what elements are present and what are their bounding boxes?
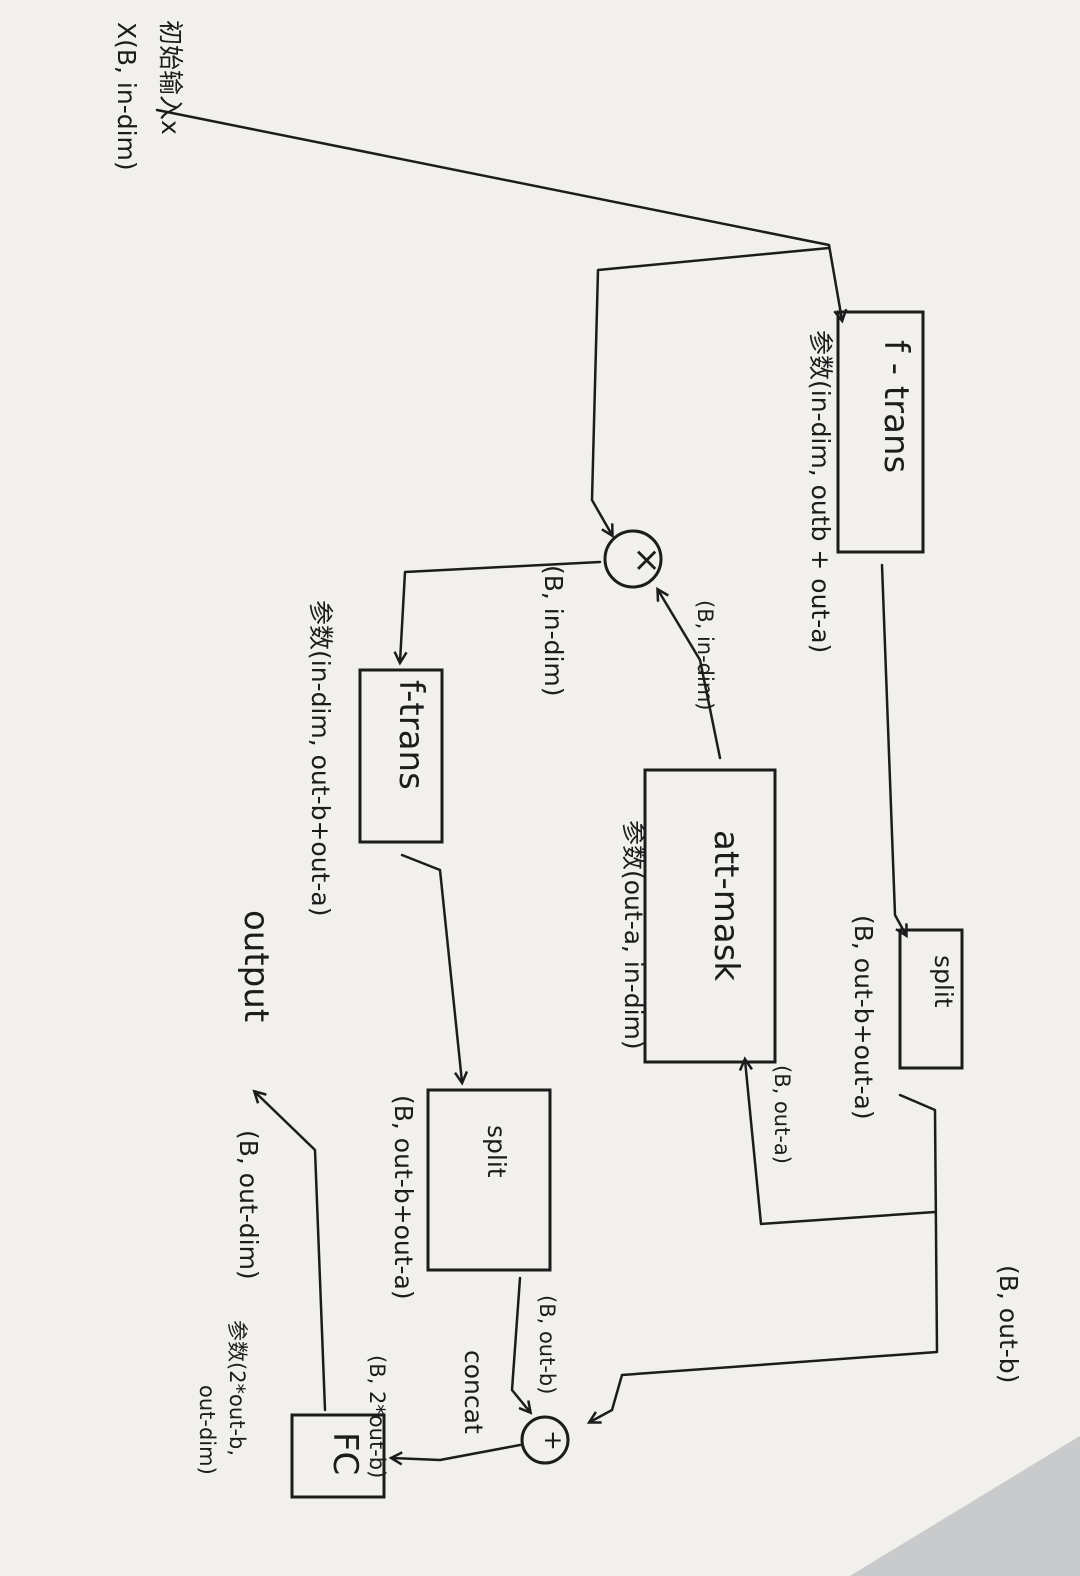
concat-label: concat [459, 1350, 488, 1434]
input-label: 初始输入x [156, 20, 185, 135]
ftrans2-to-split2-arrow [400, 853, 469, 1086]
attmask-to-mult-label: (B, in-dim) [693, 600, 717, 711]
add-to-fc-arrow [388, 1443, 522, 1466]
split1-in-label: (B, out-b+out-a) [849, 915, 878, 1120]
attmask-to-multiply-arrow [656, 586, 722, 760]
input-shape-label: X(B, in-dim) [112, 22, 141, 171]
split1-label: split [929, 955, 958, 1008]
add-label: + [539, 1430, 568, 1451]
add-circle [520, 1415, 570, 1465]
attmask-label: att-mask [706, 830, 746, 981]
paper-shadow [850, 1436, 1080, 1576]
fc-to-output-arrow [252, 1089, 327, 1412]
fc-box [290, 1413, 386, 1499]
ftrans2-box [358, 668, 444, 844]
split1-to-add-label: (B, out-b) [994, 1265, 1023, 1383]
ftrans2-label: f-trans [391, 680, 431, 790]
multiply-circle [603, 529, 663, 589]
mult-out-label: (B, in-dim) [539, 565, 568, 697]
skip-to-multiply-arrow [590, 246, 831, 539]
attmask-box [643, 768, 777, 1064]
split1-box [898, 928, 964, 1070]
split1-to-attmask-label: (B, out-a) [770, 1065, 794, 1164]
ftrans1-param-label: 参数(in-dim, outb + out-a) [806, 330, 835, 653]
split2-to-add-label: (B, out-b) [535, 1295, 559, 1394]
fc-label: FC [325, 1432, 365, 1475]
fc-param-label-1: 参数(2*out-b, [225, 1320, 249, 1456]
input-arrow [155, 108, 848, 324]
ftrans1-to-split1-arrow [880, 563, 908, 939]
output-label: output [236, 910, 276, 1022]
label-layer: 初始输入x X(B, in-dim) f - trans 参数(in-dim, out… [112, 20, 1023, 1478]
multiply-label: × [627, 546, 667, 575]
fc-param-label-2: out-dim) [195, 1385, 219, 1475]
split1-to-attmask-arrow [738, 1056, 937, 1226]
attmask-param-label: 参数(out-a, in-dim) [619, 820, 648, 1050]
split2-to-add-arrow [510, 1276, 533, 1415]
split2-box [426, 1088, 552, 1272]
ftrans1-label: f - trans [876, 340, 916, 473]
multiply-to-ftrans2-arrow [393, 560, 602, 666]
ftrans2-param-label: 参数(in-dim, out-b+out-a) [306, 600, 335, 916]
fc-out-label: (B, out-dim) [234, 1130, 263, 1280]
ftrans1-box [836, 310, 925, 554]
concat-shape-label: (B, 2*out-b) [365, 1355, 389, 1478]
split2-label: split [482, 1125, 511, 1178]
split2-in-label: (B, out-b+out-a) [389, 1095, 418, 1300]
split1-to-add-arrow [586, 1093, 939, 1424]
